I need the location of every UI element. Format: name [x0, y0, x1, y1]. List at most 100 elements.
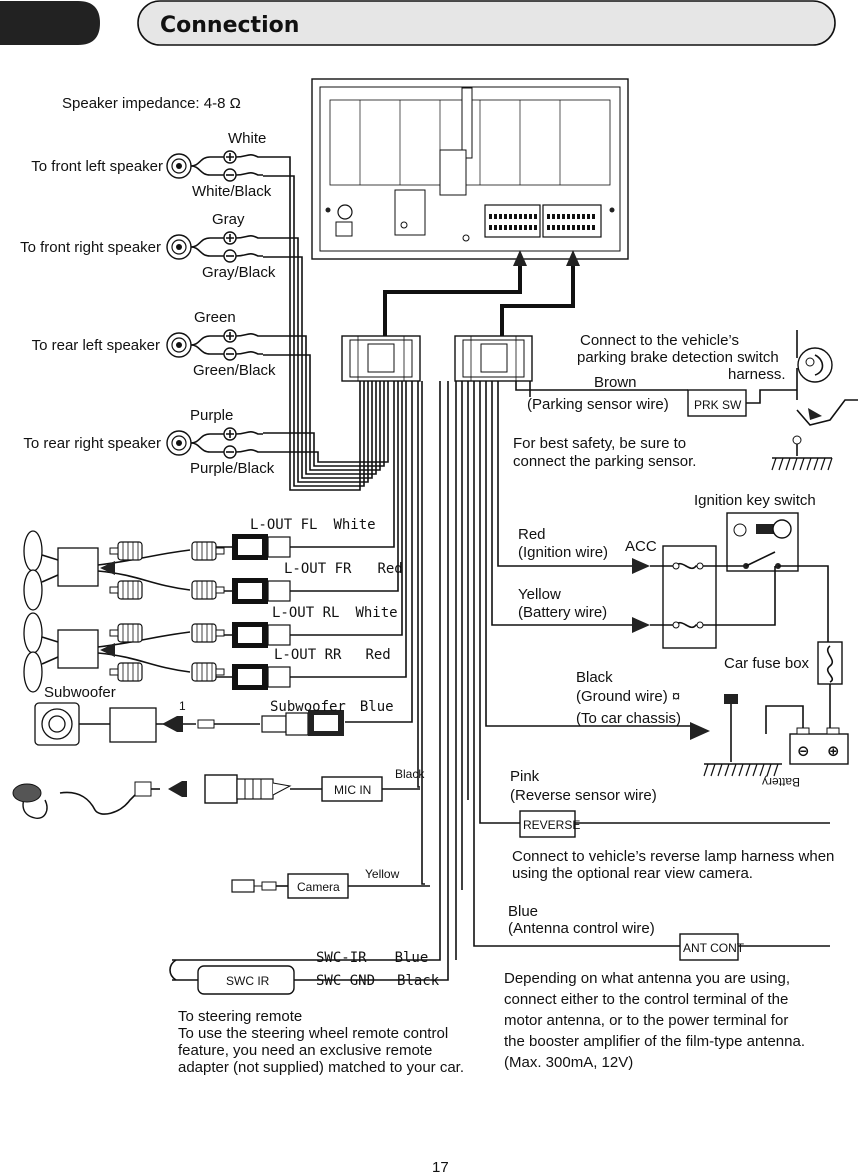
acc-label: ACC	[625, 538, 657, 555]
right-arrow-icon	[632, 558, 650, 574]
rca-plugs-amp	[109, 541, 225, 682]
up-arrow-icon	[566, 250, 580, 266]
antenna-wire-color: Blue	[508, 903, 538, 920]
right-wire-bundle	[360, 381, 830, 981]
antenna-note-line: (Max. 300mA, 12V)	[504, 1054, 633, 1071]
ignition-section: Ignition key switch Red (Ignition wire) …	[518, 492, 849, 789]
antenna-note-line: motor antenna, or to the power terminal …	[504, 1012, 788, 1029]
speaker-icon	[166, 427, 263, 459]
antenna-note-line: connect either to the control terminal o…	[504, 991, 788, 1008]
rca-plug-icon	[109, 623, 143, 643]
ant-cont-box-label: ANT CONT	[683, 941, 745, 955]
rca-plug-icon	[191, 580, 225, 600]
amplifier-front	[23, 530, 191, 611]
rca-plug-icon	[109, 662, 143, 682]
page-title: Connection	[160, 13, 299, 38]
speaker-label: To front left speaker	[31, 158, 163, 175]
speaker-icon	[166, 150, 263, 182]
header-bar: Connection	[0, 0, 836, 46]
antenna-note-line: Depending on what antenna you are using,	[504, 970, 790, 987]
speaker-plus-wire-color: Gray	[212, 211, 245, 228]
ignition-switch-label: Ignition key switch	[694, 492, 816, 509]
speaker-plus-wire-color: Purple	[190, 407, 233, 424]
speaker-wire-bundle	[263, 156, 389, 491]
rca-plug-icon	[191, 541, 225, 561]
right-arrow-icon	[690, 722, 710, 740]
car-fuse-box-label: Car fuse box	[724, 655, 810, 672]
speaker-plus-wire-color: Green	[194, 309, 236, 326]
rca-plug-icon	[191, 623, 225, 643]
reverse-note-line: Connect to vehicle’s reverse lamp harnes…	[512, 848, 834, 865]
swc-note-line: To steering remote	[178, 1008, 302, 1025]
rca-plug-icon	[109, 541, 143, 561]
rca-plug-icon	[109, 580, 143, 600]
reverse-note-line: using the optional rear view camera.	[512, 865, 753, 882]
parking-safety-line: connect the parking sensor.	[513, 453, 696, 470]
camera-wire-color: Yellow	[365, 867, 400, 881]
black-wire-color: Black	[576, 669, 613, 686]
speaker-minus-wire-color: Green/Black	[193, 362, 276, 379]
subwoofer-note-mark: 1	[179, 699, 186, 713]
speaker-minus-wire-color: White/Black	[192, 183, 272, 200]
parking-connect-line: Connect to the vehicle’s	[580, 332, 739, 349]
harness-connector-left	[341, 335, 421, 382]
prk-sw-box-label: PRK SW	[694, 398, 742, 412]
speaker-plus-wire-color: White	[228, 130, 266, 147]
minus-icon: ⊖	[797, 743, 810, 760]
speaker-label: To front right speaker	[20, 239, 161, 256]
head-unit-rear	[311, 78, 629, 260]
subwoofer-label: Subwoofer	[44, 684, 116, 701]
reverse-section: Pink (Reverse sensor wire) REVERSE Conne…	[510, 768, 834, 882]
yellow-wire-color: Yellow	[518, 586, 561, 603]
subwoofer-unit: Subwoofer 1	[34, 684, 344, 746]
speaker-minus-wire-color: Purple/Black	[190, 460, 275, 477]
speaker-icon	[166, 329, 263, 361]
camera-box-label: Camera	[297, 880, 340, 894]
reverse-wire-color: Pink	[510, 768, 540, 785]
speaker-label: To rear left speaker	[32, 337, 160, 354]
speaker-label: To rear right speaker	[23, 435, 161, 452]
plus-icon: ⊕	[827, 743, 840, 760]
parking-wire-color: Brown	[594, 374, 637, 391]
right-arrow-icon	[632, 617, 650, 633]
parking-wire-name: (Parking sensor wire)	[527, 396, 669, 413]
harness-connector-right	[454, 335, 533, 382]
parking-safety-line: For best safety, be sure to	[513, 435, 686, 452]
battery-label: Battery	[762, 775, 800, 789]
speaker-impedance-note: Speaker impedance: 4-8 Ω	[62, 95, 241, 112]
antenna-wire-name: (Antenna control wire)	[508, 920, 655, 937]
swc-ir-box-label: SWC IR	[226, 974, 270, 988]
speaker-minus-wire-color: Gray/Black	[202, 264, 276, 281]
speaker-icon	[166, 231, 263, 263]
reverse-box-label: REVERSE	[523, 818, 580, 832]
mic-assembly: MIC IN Black	[12, 767, 425, 819]
parking-connect-line: parking brake detection switch	[577, 349, 779, 366]
page-number: 17	[432, 1159, 449, 1175]
amplifier-rear	[23, 612, 191, 693]
ignition-wire-name: (Ignition wire)	[518, 544, 608, 561]
red-wire-color: Red	[518, 526, 546, 543]
camera-assembly: Camera Yellow	[231, 867, 430, 899]
ground-wire-note: (To car chassis)	[576, 710, 681, 727]
mic-wire-color: Black	[395, 767, 425, 781]
reverse-wire-name: (Reverse sensor wire)	[510, 787, 657, 804]
swc-note-line: To use the steering wheel remote control	[178, 1025, 448, 1042]
up-arrow-icon	[513, 250, 527, 266]
harness-to-unit-wires	[383, 250, 580, 336]
